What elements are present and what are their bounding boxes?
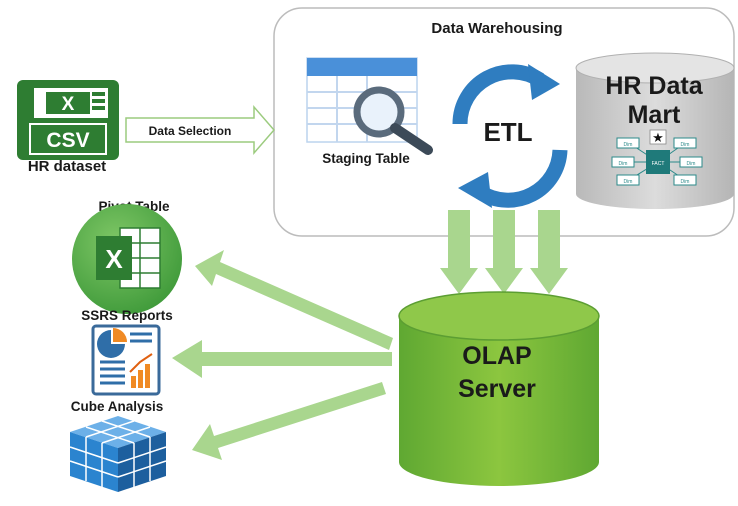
olap-output-arrows (172, 250, 393, 460)
etl-cycle-icon (452, 64, 568, 208)
data-mart-title-line2: Mart (628, 101, 681, 129)
ssrs-report-icon (91, 324, 161, 396)
svg-text:FACT: FACT (652, 161, 665, 167)
staging-table-icon (306, 57, 433, 155)
staging-table-label: Staging Table (322, 151, 410, 166)
excel-x-glyph: X (105, 244, 123, 274)
star-schema-icon: Dim Dim Dim Dim Dim Dim FACT ★ (611, 129, 703, 186)
svg-text:Dim: Dim (681, 142, 690, 148)
star-icon: ★ (652, 130, 664, 145)
csv-file-icon: X CSV (17, 80, 119, 160)
cube-analysis-label: Cube Analysis (71, 399, 164, 414)
magnifier-icon (353, 86, 433, 155)
svg-text:Dim: Dim (619, 161, 628, 167)
svg-text:Dim: Dim (687, 161, 696, 167)
cube-analysis-icon (69, 416, 167, 492)
data-warehousing-title: Data Warehousing (431, 20, 562, 37)
warehouse-to-olap-arrows (440, 210, 568, 294)
data-selection-label: Data Selection (149, 124, 232, 138)
olap-label-line1: OLAP (462, 342, 531, 370)
svg-text:Dim: Dim (681, 179, 690, 185)
olap-label-line2: Server (458, 375, 536, 403)
svg-text:Dim: Dim (624, 179, 633, 185)
data-selection-arrow (125, 104, 275, 156)
ssrs-reports-label: SSRS Reports (81, 308, 173, 323)
pivot-table-excel-icon: X (72, 204, 182, 314)
data-mart-title-line1: HR Data (605, 72, 703, 100)
etl-label: ETL (483, 117, 532, 147)
hr-dataset-label: HR dataset (28, 158, 106, 175)
excel-x-glyph: X (62, 94, 75, 115)
csv-badge-text: CSV (46, 129, 89, 152)
svg-text:Dim: Dim (624, 142, 633, 148)
olap-server-cylinder (398, 291, 600, 486)
